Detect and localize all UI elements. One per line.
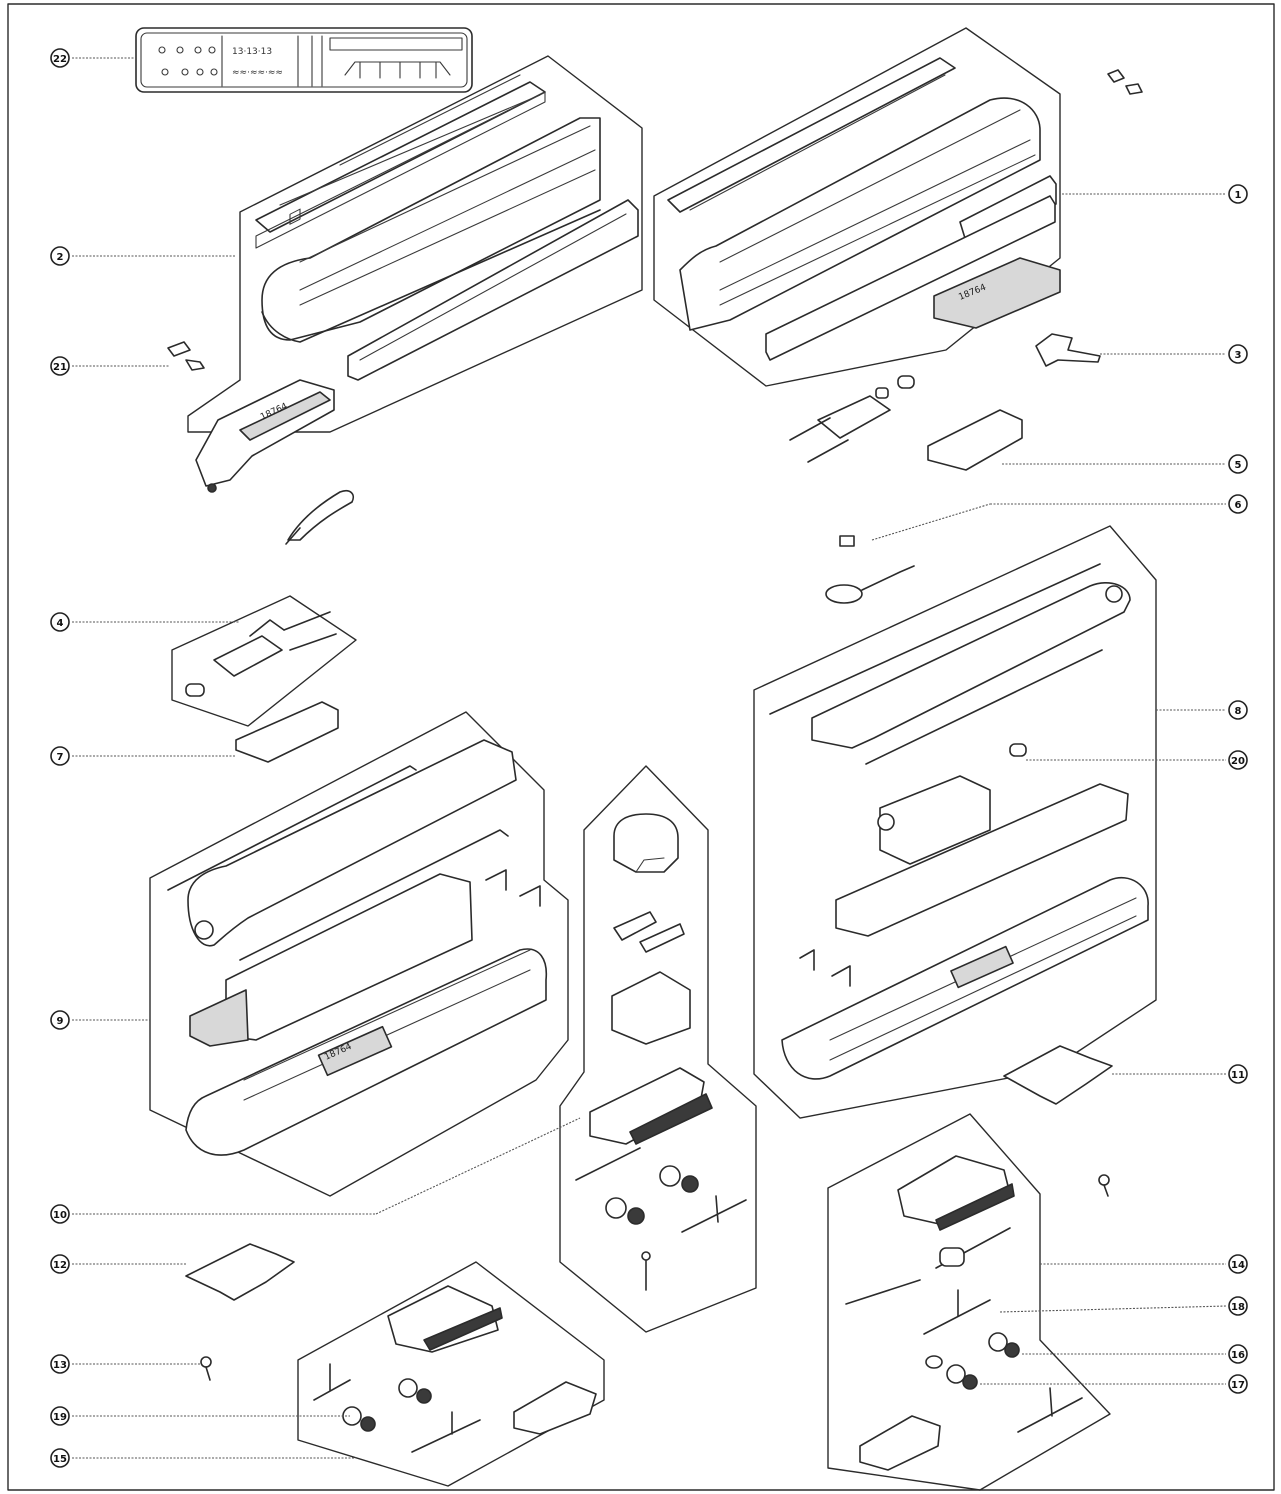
leader-lines [72, 57, 1227, 1459]
contact-and-disc [825, 535, 915, 604]
svg-text:14: 14 [1231, 1260, 1245, 1271]
panel-rear-truck [827, 1113, 1111, 1491]
callout-19: 19 [50, 1406, 70, 1426]
light-housing [927, 409, 1023, 471]
svg-text:22: 22 [53, 54, 67, 65]
svg-text:19: 19 [53, 1412, 67, 1423]
svg-text:2: 2 [57, 252, 64, 263]
truck-frame-rear [1003, 1045, 1113, 1105]
decal-sheet: 13·13·13 ≈≈·≈≈·≈≈ [135, 27, 473, 93]
panel-center-power-truck [559, 765, 757, 1333]
svg-text:12: 12 [53, 1260, 67, 1271]
callout-14: 14 [1228, 1254, 1248, 1274]
callout-22: 22 [50, 48, 70, 68]
svg-text:21: 21 [53, 362, 67, 373]
callout-13: 13 [50, 1354, 70, 1374]
decal-sheet-row2: ≈≈·≈≈·≈≈ [232, 68, 283, 78]
rear-light-lens [1107, 69, 1143, 95]
svg-text:20: 20 [1231, 756, 1245, 767]
callout-20: 20 [1228, 750, 1248, 770]
front-light-housing [235, 701, 339, 763]
svg-text:15: 15 [53, 1454, 67, 1465]
screw-front [200, 1356, 212, 1381]
panel-front-chassis: 18764 [149, 711, 569, 1197]
callout-12: 12 [50, 1254, 70, 1274]
panel-front-truck [297, 1261, 605, 1487]
diagram-frame [7, 3, 1275, 1491]
callout-15: 15 [50, 1448, 70, 1468]
callout-5: 5 [1228, 454, 1248, 474]
svg-text:4: 4 [57, 618, 64, 629]
svg-text:16: 16 [1231, 1350, 1245, 1361]
callout-3: 3 [1228, 344, 1248, 364]
callout-2: 2 [50, 246, 70, 266]
svg-text:7: 7 [57, 752, 64, 763]
callout-9: 9 [50, 1010, 70, 1030]
svg-text:1: 1 [1235, 190, 1242, 201]
svg-text:6: 6 [1235, 500, 1242, 511]
callout-17: 17 [1228, 1374, 1248, 1394]
small-coupler-pin [167, 341, 205, 371]
panel-front-car-body: 18764 [187, 55, 643, 545]
decal-sheet-row1: 13·13·13 [232, 47, 272, 57]
panel-rear-car-body: 18764 [653, 27, 1061, 387]
svg-text:17: 17 [1231, 1380, 1245, 1391]
svg-text:13: 13 [53, 1360, 67, 1371]
svg-text:8: 8 [1235, 706, 1242, 717]
window-row-upper [289, 208, 301, 225]
callout-6: 6 [1228, 494, 1248, 514]
truck-frame-front [185, 1243, 295, 1301]
panel-rear-chassis [753, 525, 1157, 1119]
callout-markers: 22 1 2 3 21 5 6 4 8 7 20 9 11 10 12 14 1… [50, 48, 1248, 1468]
screw-rear [1098, 1174, 1110, 1197]
callout-11: 11 [1228, 1064, 1248, 1084]
svg-text:3: 3 [1235, 350, 1242, 361]
callout-16: 16 [1228, 1344, 1248, 1364]
callout-18: 18 [1228, 1296, 1248, 1316]
callout-21: 21 [50, 356, 70, 376]
svg-text:5: 5 [1235, 460, 1242, 471]
panel-lighting-unit [171, 595, 357, 727]
svg-text:11: 11 [1231, 1070, 1245, 1081]
callout-8: 8 [1228, 700, 1248, 720]
callout-4: 4 [50, 612, 70, 632]
svg-text:18: 18 [1231, 1302, 1245, 1313]
svg-text:10: 10 [53, 1210, 67, 1221]
callout-1: 1 [1228, 184, 1248, 204]
coupler-clip [1035, 333, 1101, 367]
callout-7: 7 [50, 746, 70, 766]
rear-lighting-board [789, 375, 915, 463]
svg-text:9: 9 [57, 1016, 64, 1027]
callout-10: 10 [50, 1204, 70, 1224]
